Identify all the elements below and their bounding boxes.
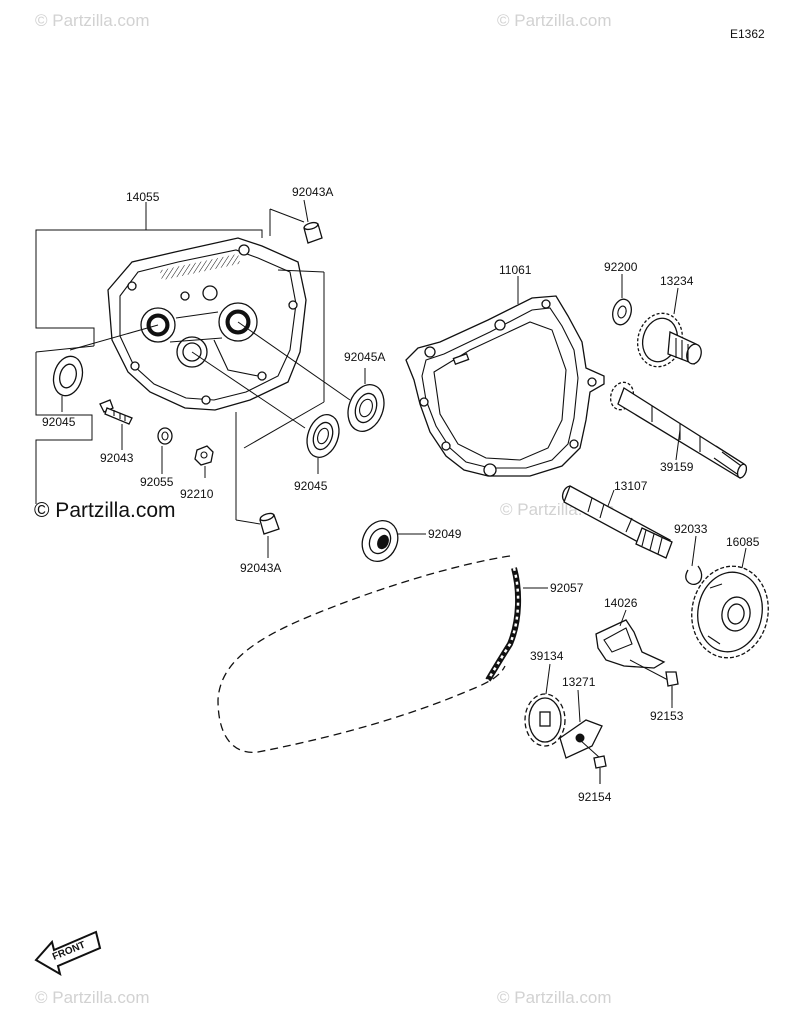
- bearing-92045a: [347, 384, 385, 432]
- watermark-bottom-right: © Partzilla.com: [497, 988, 612, 1007]
- label-92200: 92200: [604, 260, 638, 274]
- chain-guide-14026: [595, 619, 666, 669]
- washer-92200: [612, 298, 632, 326]
- label-92043: 92043: [100, 451, 134, 465]
- plate-13271: [559, 719, 603, 759]
- gear-16085: [691, 565, 769, 659]
- watermark-top-right: © Partzilla.com: [497, 11, 612, 30]
- label-92049: 92049: [428, 527, 462, 541]
- bolt-92153: [665, 671, 679, 700]
- shaft-13107: [561, 485, 673, 559]
- label-13107: 13107: [614, 479, 648, 493]
- label-39159: 39159: [660, 460, 694, 474]
- label-92043a-top: 92043A: [292, 185, 333, 199]
- diagram-code: E1362: [730, 27, 765, 41]
- watermark-main: © Partzilla.com: [34, 499, 176, 522]
- drive-chain-92057: [217, 555, 522, 754]
- label-11061: 11061: [499, 263, 532, 277]
- oil-seal-92049: [361, 520, 399, 562]
- label-13271: 13271: [562, 675, 596, 689]
- shaft-39159: [609, 381, 748, 479]
- label-92153: 92153: [650, 709, 684, 723]
- watermark-top-left: © Partzilla.com: [35, 11, 150, 30]
- label-14026: 14026: [604, 596, 638, 610]
- case-leader-lines: [35, 199, 366, 558]
- dowel-pin-bottom: [259, 512, 280, 535]
- o-ring-92055: [157, 427, 173, 445]
- label-13234: 13234: [660, 274, 694, 288]
- nut-92210: [194, 445, 214, 466]
- circlip-92033: [685, 565, 703, 586]
- bearing-92045-left: [52, 355, 84, 397]
- label-14055: 14055: [126, 190, 160, 204]
- label-16085: 16085: [726, 535, 760, 549]
- dowel-pin-top: [303, 221, 323, 244]
- watermark-bottom-left: © Partzilla.com: [35, 988, 150, 1007]
- label-39134: 39134: [530, 649, 564, 663]
- crankcase-cover: [107, 237, 307, 411]
- stud-92043: [99, 399, 133, 425]
- label-92045-left: 92045: [42, 415, 76, 429]
- gasket-11061: [405, 295, 605, 477]
- sprocket-39134: [524, 693, 566, 747]
- bearing-92045-mid: [306, 414, 340, 458]
- label-92033: 92033: [674, 522, 708, 536]
- label-92055: 92055: [140, 475, 174, 489]
- bolt-92154: [593, 755, 607, 784]
- label-92045-mid: 92045: [294, 479, 328, 493]
- label-92057: 92057: [550, 581, 584, 595]
- label-92045a: 92045A: [344, 350, 385, 364]
- label-92210: 92210: [180, 487, 214, 501]
- label-92154: 92154: [578, 790, 612, 804]
- gear-13234: [636, 312, 702, 368]
- label-92043a-bottom: 92043A: [240, 561, 281, 575]
- front-arrow: FRONT: [34, 930, 102, 977]
